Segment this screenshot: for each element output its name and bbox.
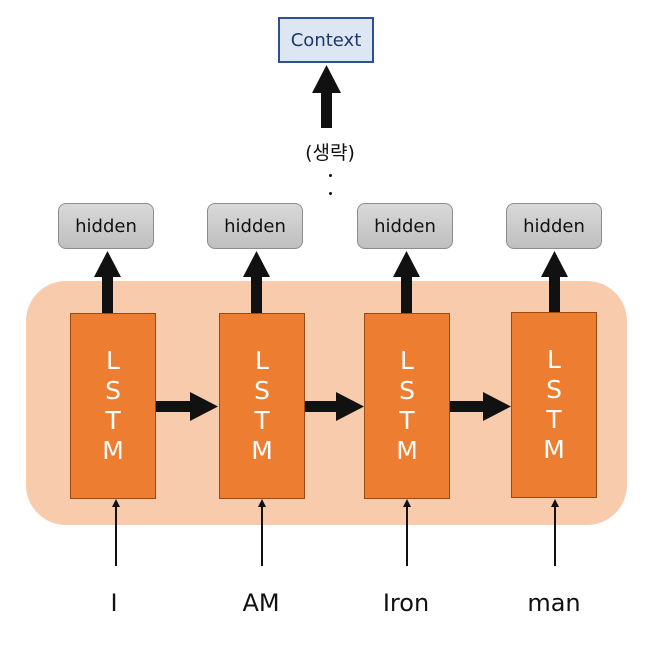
- lstm-letter: L: [547, 345, 561, 374]
- lstm-letter: L: [255, 346, 269, 375]
- lstm-letter: M: [396, 436, 418, 465]
- arrow-to-context: [312, 65, 341, 128]
- ellipsis-dot: [329, 174, 332, 177]
- lstm-cell-2: L S T M: [219, 313, 305, 499]
- hidden-box-4: hidden: [506, 203, 602, 249]
- input-word-2: AM: [242, 589, 280, 617]
- hidden-box-2: hidden: [207, 203, 303, 249]
- context-label: Context: [290, 29, 362, 51]
- lstm-letter: T: [254, 406, 270, 435]
- omitted-label: (생략): [305, 142, 355, 164]
- lstm-letter: M: [543, 435, 565, 464]
- lstm-cell-4: L S T M: [511, 312, 597, 498]
- input-word-1: I: [110, 589, 118, 617]
- lstm-letter: L: [400, 346, 414, 375]
- lstm-letter: S: [105, 376, 121, 405]
- hidden-label: hidden: [224, 215, 286, 237]
- input-word-4: man: [527, 589, 581, 617]
- lstm-letter: T: [399, 406, 415, 435]
- context-box: Context: [278, 17, 374, 63]
- lstm-letter: T: [105, 406, 121, 435]
- hidden-box-1: hidden: [58, 203, 154, 249]
- lstm-cell-3: L S T M: [364, 313, 450, 499]
- hidden-label: hidden: [374, 215, 436, 237]
- hidden-label: hidden: [75, 215, 137, 237]
- ellipsis-dot: [329, 192, 332, 195]
- lstm-letter: M: [102, 436, 124, 465]
- input-word-3: Iron: [382, 589, 430, 617]
- lstm-cell-1: L S T M: [70, 313, 156, 499]
- lstm-letter: S: [254, 376, 270, 405]
- lstm-letter: L: [106, 346, 120, 375]
- lstm-letter: S: [546, 375, 562, 404]
- lstm-letter: S: [399, 376, 415, 405]
- hidden-label: hidden: [523, 215, 585, 237]
- hidden-box-3: hidden: [357, 203, 453, 249]
- lstm-letter: M: [251, 436, 273, 465]
- lstm-letter: T: [546, 405, 562, 434]
